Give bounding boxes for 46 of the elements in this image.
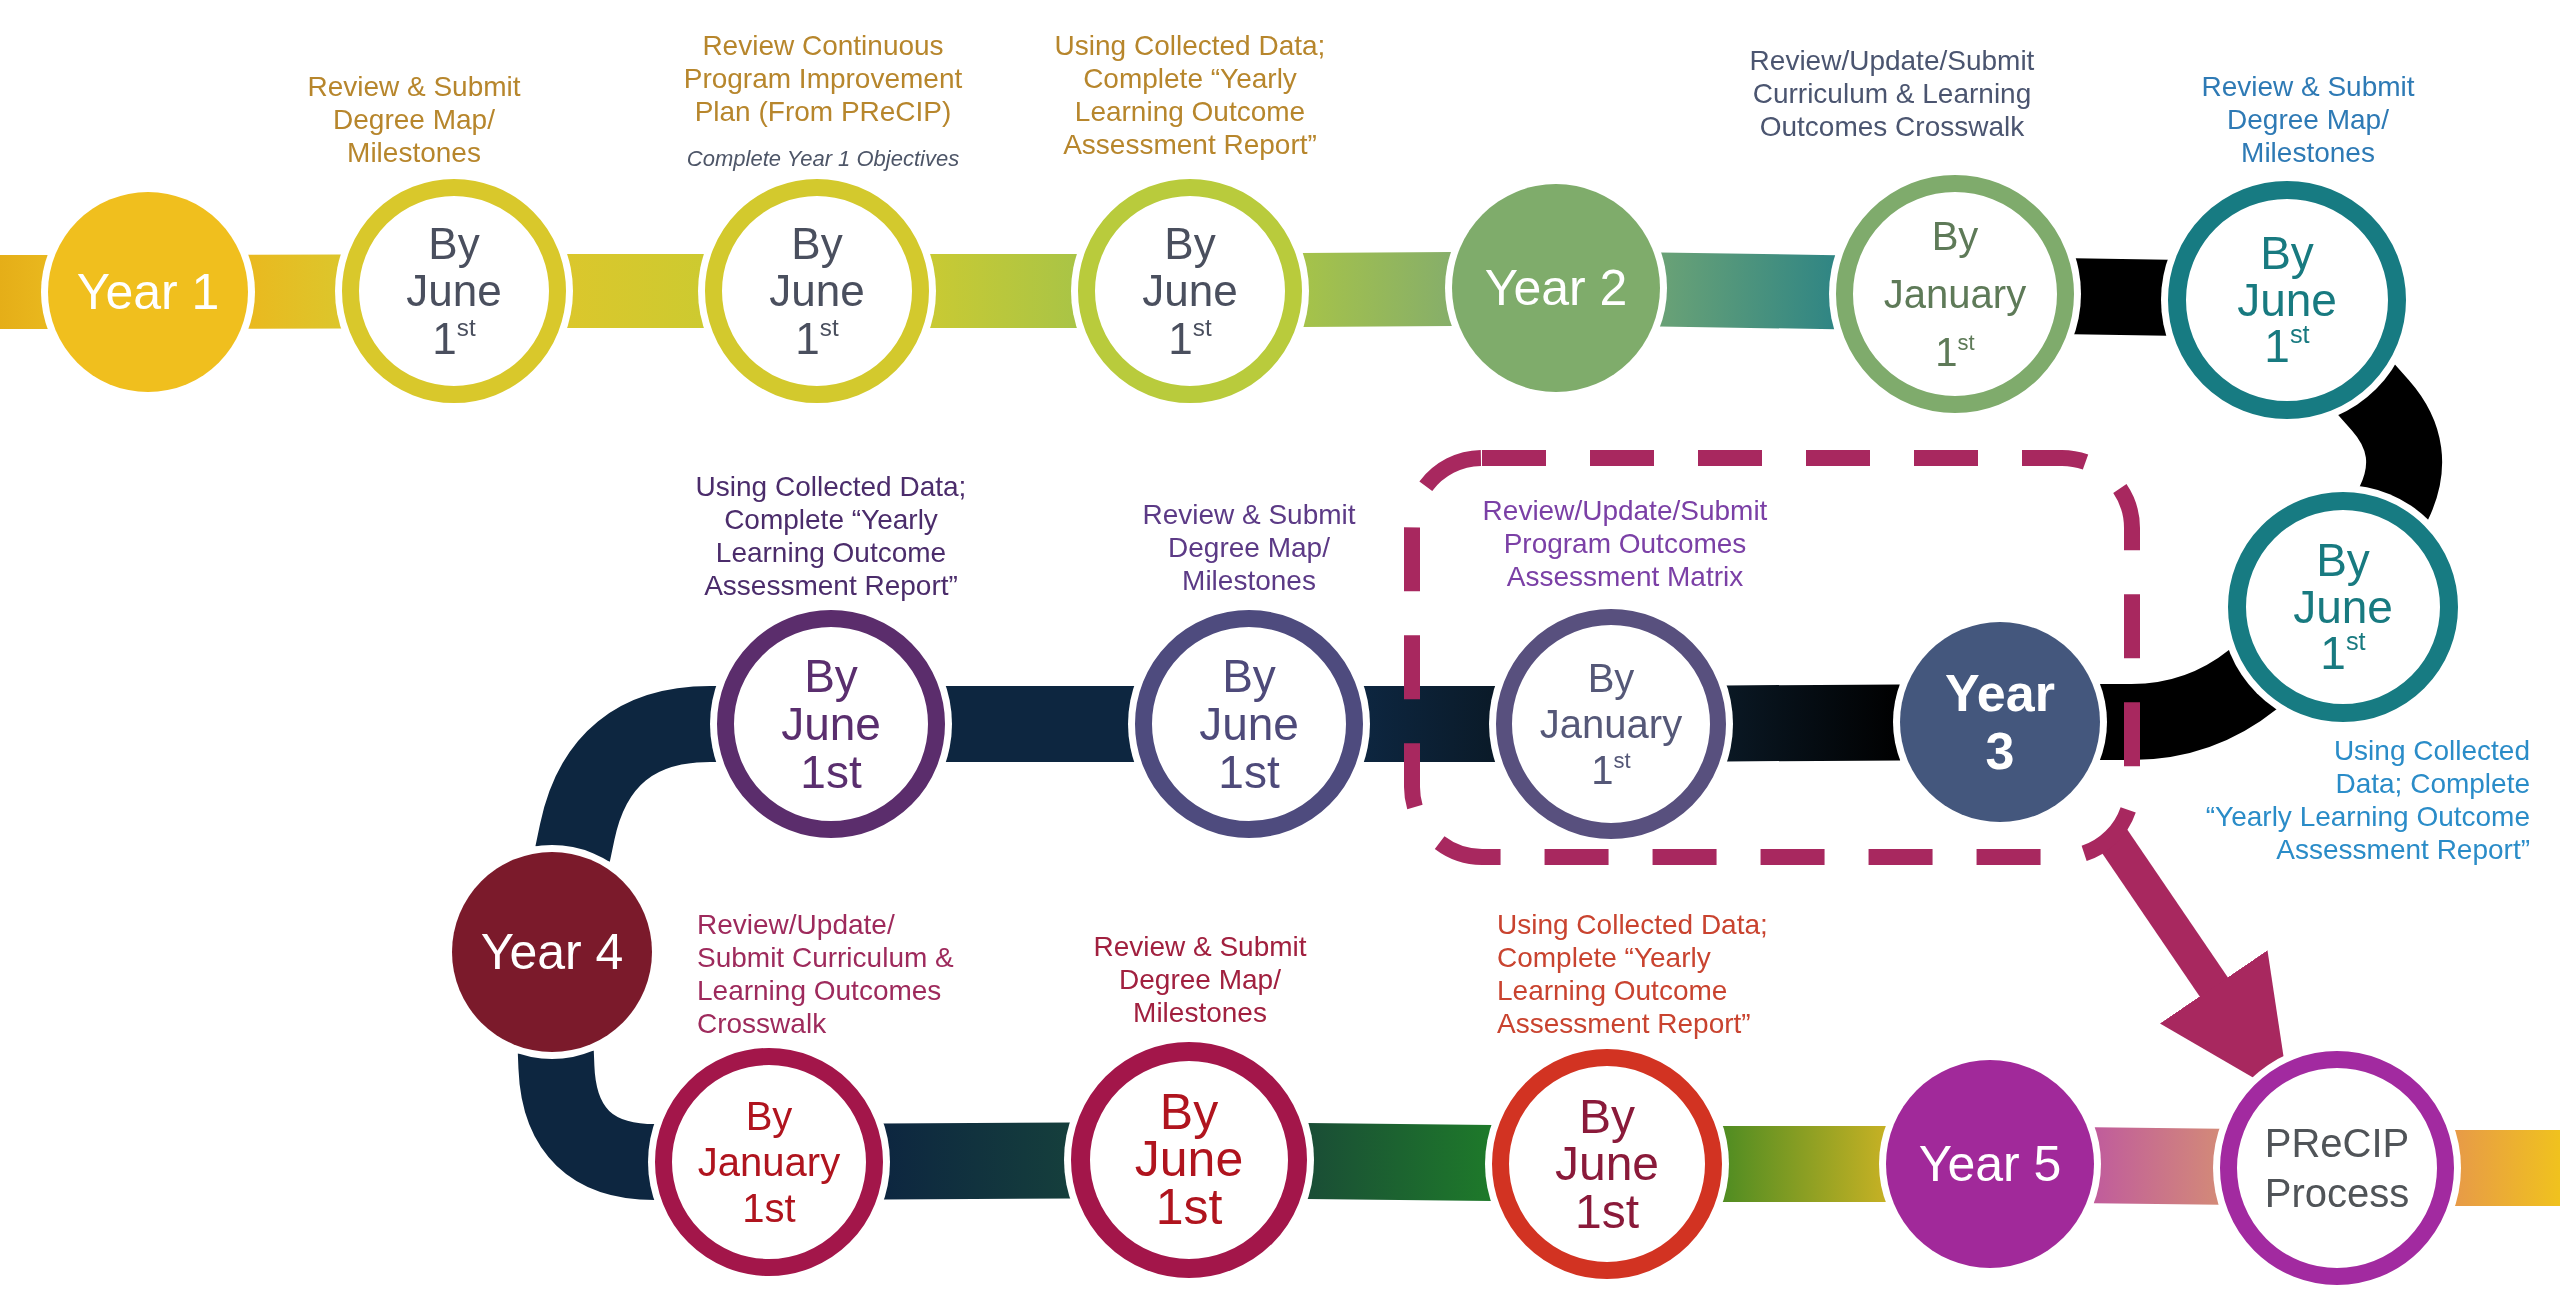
task-label: Using Collected Data; Complete “Yearly Learning Outcome Assessment Report” — [694, 470, 968, 602]
year-label: Year 3 — [1945, 663, 2055, 781]
timeline-bar — [1725, 684, 1901, 762]
timeline-bar — [247, 254, 343, 329]
task-label: Review Continuous Program Improvement Plan (From PReCIP) — [682, 29, 964, 128]
year-label: Year 2 — [1484, 260, 1628, 316]
task-label: Using Collected Data; Complete “Yearly Learning Outcome Assessment Report” — [1053, 29, 1327, 161]
timeline-bar — [1722, 1126, 1886, 1202]
year-label: Year 5 — [1918, 1136, 2062, 1192]
timeline-bar — [1306, 1123, 1493, 1201]
timeline-bar — [882, 1122, 1072, 1200]
deadline-text: By June 1st — [1134, 1088, 1244, 1232]
year-label: Year 1 — [76, 264, 220, 320]
timeline-bar — [1659, 252, 1837, 330]
process-label: PReCIP Process — [2264, 1120, 2410, 1217]
task-label: Review/Update/Submit Program Outcomes Assessment Matrix — [1481, 494, 1769, 593]
deadline-text: By June 1$^{st}$ — [2237, 229, 2337, 371]
timeline-bar — [2454, 1130, 2560, 1206]
task-label: Review & Submit Degree Map/ Milestones — [1092, 930, 1308, 1029]
deadline-text: By January 1$^{st}$ — [1883, 213, 2027, 376]
deadline-text: By January 1st — [697, 1093, 841, 1231]
deadline-text: By January 1$^{st}$ — [1539, 655, 1683, 793]
task-label: Review/Update/ Submit Curriculum & Learning Outcomes Crosswalk — [697, 908, 955, 1040]
note-text: Complete Year 1 Objectives — [685, 146, 961, 172]
timeline-bar — [929, 254, 1078, 328]
deadline-text: By June 1st — [1199, 651, 1299, 797]
task-label: Review & Submit Degree Map/ Milestones — [2200, 70, 2416, 169]
deadline-text: By June 1$^{st}$ — [2293, 536, 2393, 678]
deadline-text: By June 1$^{st}$ — [406, 219, 502, 363]
deadline-text: By June 1st — [1554, 1093, 1660, 1235]
timeline-bar — [566, 254, 705, 328]
task-label: Review & Submit Degree Map/ Milestones — [306, 70, 522, 169]
timeline-bar — [2093, 1127, 2221, 1205]
timeline-bar — [1301, 251, 1453, 328]
timeline-bar — [945, 686, 1135, 762]
timeline-bar — [2073, 258, 2169, 336]
task-label: Review & Submit Degree Map/ Milestones — [1141, 498, 1357, 597]
task-label: Using Collected Data; Complete “Yearly Learning Outcome Assessment Report” — [1497, 908, 1769, 1040]
dashed-frame — [1404, 450, 2140, 865]
year-label: Year 4 — [480, 924, 624, 980]
timeline-bar — [0, 255, 48, 329]
deadline-text: By June 1st — [781, 651, 881, 797]
deadline-text: By June 1$^{st}$ — [769, 219, 865, 363]
deadline-text: By June 1$^{st}$ — [1142, 219, 1238, 363]
task-label: Review/Update/Submit Curriculum & Learning Outcomes Crosswalk — [1748, 44, 2036, 143]
task-label: Using Collected Data; Complete “Yearly Learning Outcome Assessment Report” — [2204, 734, 2530, 866]
